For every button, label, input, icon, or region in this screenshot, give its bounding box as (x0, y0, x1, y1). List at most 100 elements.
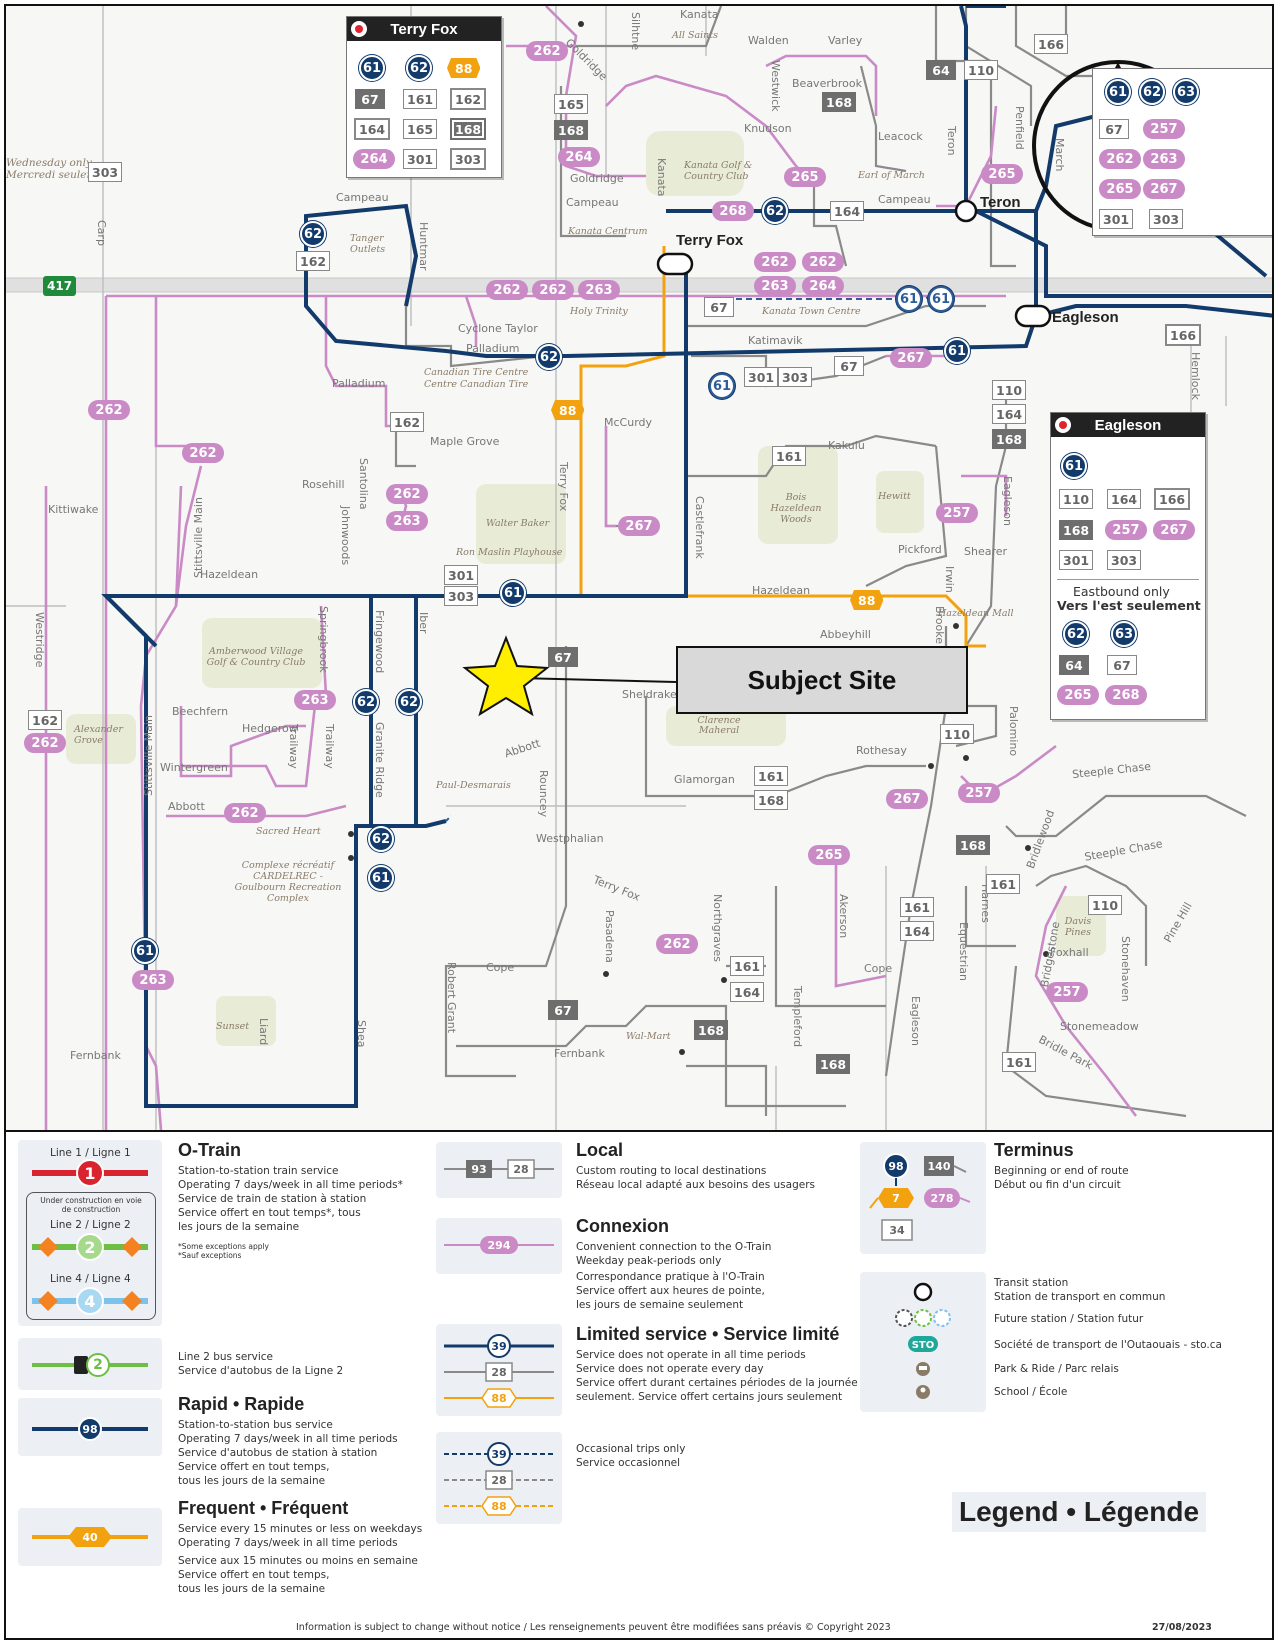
route-badge[interactable]: 67 (548, 647, 578, 667)
route-badge[interactable]: 262 (386, 484, 428, 504)
route-badge[interactable]: 168 (1059, 520, 1094, 540)
station-eagleson[interactable]: Eagleson (1052, 309, 1119, 326)
route-badge[interactable]: 303 (451, 149, 486, 169)
route-badge[interactable]: 257 (1143, 119, 1185, 139)
route-badge[interactable]: 265 (784, 167, 826, 187)
route-badge[interactable]: 161 (986, 874, 1021, 894)
route-badge[interactable]: 263 (754, 276, 796, 296)
route-badge[interactable]: 257 (958, 783, 1000, 803)
route-badge[interactable]: 263 (294, 690, 336, 710)
route-badge[interactable]: 262 (182, 443, 224, 463)
route-badge[interactable]: 301 (444, 565, 479, 585)
route-badge[interactable]: 61 (928, 286, 954, 312)
route-badge[interactable]: 267 (1153, 520, 1195, 540)
route-badge[interactable]: 61 (1061, 453, 1087, 479)
route-badge[interactable]: 164 (992, 404, 1027, 424)
route-badge[interactable]: 61 (896, 286, 922, 312)
route-badge[interactable]: 67 (704, 297, 734, 317)
route-badge[interactable]: 168 (754, 790, 789, 810)
route-badge[interactable]: 168 (694, 1020, 729, 1040)
subject-site-callout[interactable]: Subject Site (676, 646, 968, 714)
route-badge[interactable]: 257 (1105, 520, 1147, 540)
route-badge[interactable]: 162 (28, 710, 63, 730)
route-badge[interactable]: 262 (802, 252, 844, 272)
route-badge[interactable]: 161 (730, 956, 765, 976)
route-badge[interactable]: 168 (992, 429, 1027, 449)
route-badge[interactable]: 303 (1149, 209, 1184, 229)
route-badge[interactable]: 110 (992, 380, 1027, 400)
route-badge[interactable]: 161 (1002, 1052, 1037, 1072)
route-badge[interactable]: 62 (368, 826, 394, 852)
route-badge[interactable]: 67 (1099, 119, 1129, 139)
route-badge[interactable]: 61 (944, 338, 970, 364)
route-badge[interactable]: 168 (451, 119, 486, 139)
route-badge[interactable]: 164 (1107, 489, 1142, 509)
route-badge[interactable]: 64 (926, 60, 956, 80)
route-badge[interactable]: 168 (822, 92, 857, 112)
station-teron[interactable]: Teron (980, 194, 1021, 211)
route-badge[interactable]: 264 (558, 147, 600, 167)
route-badge[interactable]: 61 (500, 580, 526, 606)
route-badge[interactable]: 262 (24, 733, 66, 753)
route-badge[interactable]: 88 (551, 400, 585, 420)
route-badge[interactable]: 164 (900, 921, 935, 941)
route-badge[interactable]: 88 (850, 590, 884, 610)
route-badge[interactable]: 267 (618, 516, 660, 536)
route-badge[interactable]: 262 (656, 934, 698, 954)
route-badge[interactable]: 61 (359, 55, 385, 81)
route-badge[interactable]: 263 (386, 511, 428, 531)
route-badge[interactable]: 166 (1155, 489, 1190, 509)
route-badge[interactable]: 303 (444, 586, 479, 606)
route-badge[interactable]: 264 (353, 149, 395, 169)
route-badge[interactable]: 88 (447, 58, 481, 78)
route-badge[interactable]: 262 (754, 252, 796, 272)
route-badge[interactable]: 164 (730, 982, 765, 1002)
route-badge[interactable]: 267 (886, 789, 928, 809)
route-badge[interactable]: 110 (1088, 895, 1123, 915)
route-badge[interactable]: 265 (1057, 685, 1099, 705)
route-badge[interactable]: 301 (1099, 209, 1134, 229)
route-badge[interactable]: 262 (224, 803, 266, 823)
route-badge[interactable]: 164 (355, 119, 390, 139)
route-badge[interactable]: 62 (396, 689, 422, 715)
route-badge[interactable]: 67 (355, 89, 385, 109)
route-badge[interactable]: 67 (834, 356, 864, 376)
route-badge[interactable]: 262 (486, 280, 528, 300)
route-badge[interactable]: 265 (981, 164, 1023, 184)
route-badge[interactable]: 303 (778, 367, 813, 387)
route-badge[interactable]: 301 (1059, 550, 1094, 570)
route-badge[interactable]: 61 (709, 373, 735, 399)
route-badge[interactable]: 62 (536, 344, 562, 370)
route-badge[interactable]: 165 (403, 119, 438, 139)
route-badge[interactable]: 263 (132, 970, 174, 990)
route-badge[interactable]: 262 (526, 41, 568, 61)
route-badge[interactable]: 264 (802, 276, 844, 296)
route-badge[interactable]: 62 (300, 221, 326, 247)
route-badge[interactable]: 265 (808, 845, 850, 865)
route-badge[interactable]: 61 (1105, 79, 1131, 105)
route-badge[interactable]: 263 (1143, 149, 1185, 169)
route-badge[interactable]: 164 (830, 201, 865, 221)
route-badge[interactable]: 61 (368, 865, 394, 891)
route-badge[interactable]: 161 (403, 89, 438, 109)
route-badge[interactable]: 301 (744, 367, 779, 387)
route-badge[interactable]: 67 (548, 1000, 578, 1020)
route-badge[interactable]: 267 (1143, 179, 1185, 199)
route-badge[interactable]: 168 (956, 835, 991, 855)
route-badge[interactable]: 165 (554, 94, 589, 114)
route-badge[interactable]: 168 (816, 1054, 851, 1074)
route-badge[interactable]: 110 (964, 60, 999, 80)
route-badge[interactable]: 62 (1139, 79, 1165, 105)
route-badge[interactable]: 162 (451, 89, 486, 109)
route-badge[interactable]: 62 (406, 55, 432, 81)
route-badge[interactable]: 262 (1099, 149, 1141, 169)
route-badge[interactable]: 63 (1111, 621, 1137, 647)
route-badge[interactable]: 166 (1034, 34, 1069, 54)
route-badge[interactable]: 257 (936, 503, 978, 523)
route-badge[interactable]: 262 (88, 400, 130, 420)
route-badge[interactable]: 268 (1105, 685, 1147, 705)
route-badge[interactable]: 62 (762, 198, 788, 224)
route-badge[interactable]: 64 (1059, 655, 1089, 675)
route-badge[interactable]: 63 (1173, 79, 1199, 105)
route-badge[interactable]: 301 (403, 149, 438, 169)
